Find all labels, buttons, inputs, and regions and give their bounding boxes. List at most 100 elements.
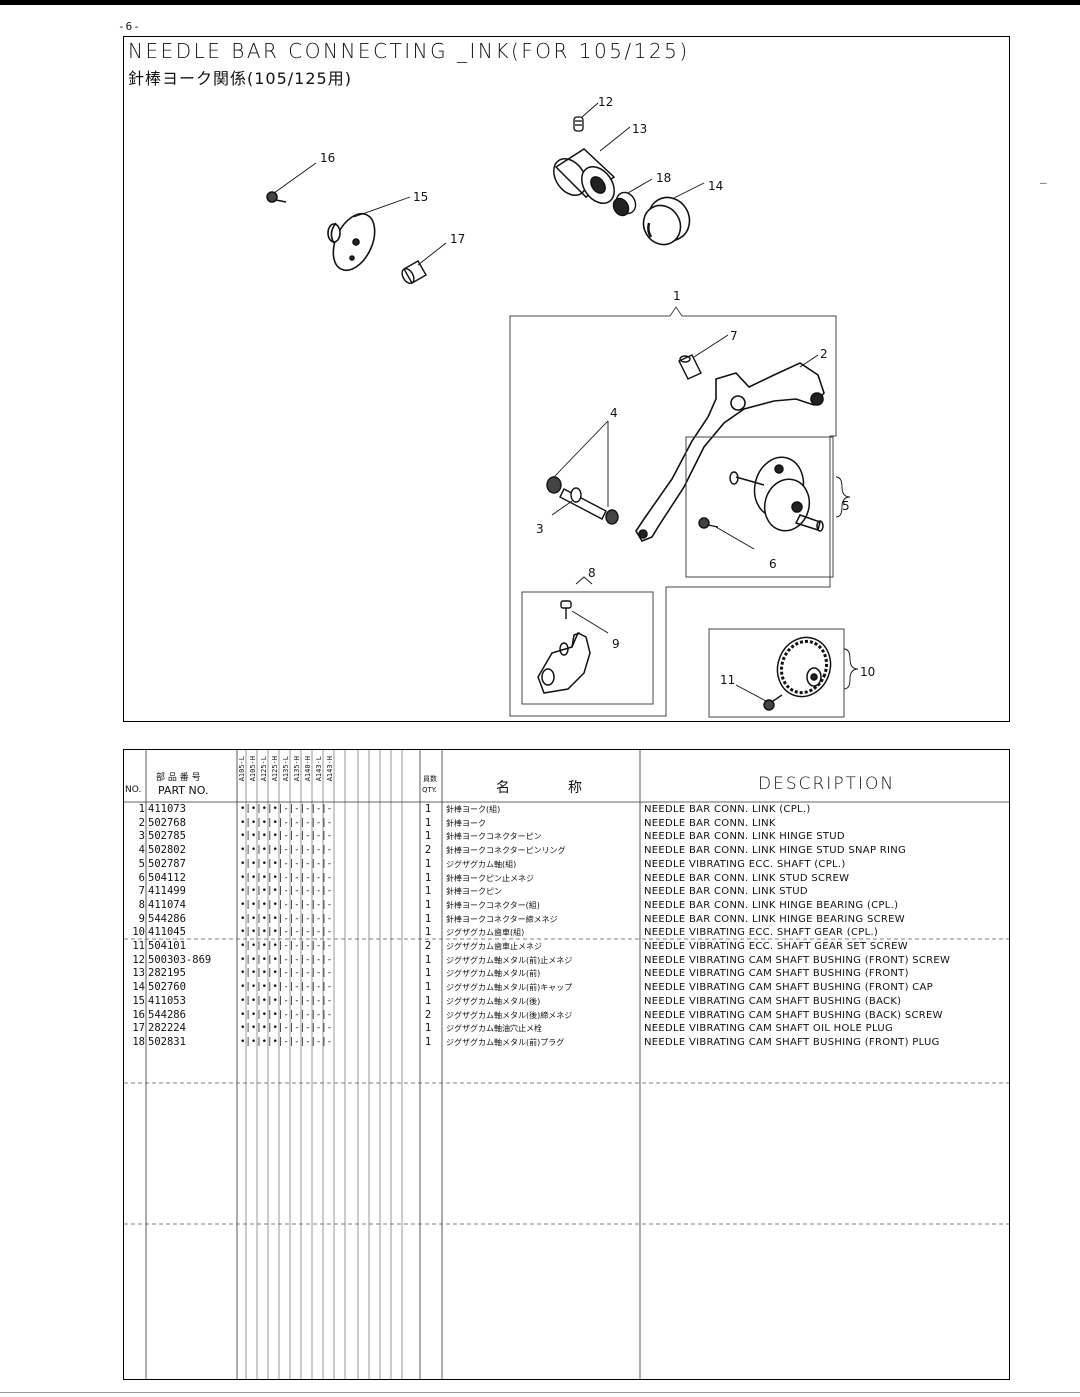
bottom-rule: [0, 1392, 1080, 1393]
row-qty: 1: [424, 803, 432, 815]
row-qty: 1: [424, 816, 432, 829]
part-8-box: [521, 591, 654, 705]
header-qty-jp: 員数: [423, 775, 437, 783]
part-17-oil-plug-drawing: [401, 260, 427, 285]
callout-10: 10: [860, 665, 875, 679]
part-5-box: [685, 436, 834, 578]
row-qty: 1: [424, 885, 432, 898]
row-description: NEEDLE VIBRATING ECC. SHAFT (CPL.): [644, 858, 846, 870]
row-no: 17: [132, 1022, 145, 1035]
row-model-marks: •|•|•|•|-|-|-|-|-: [240, 858, 333, 869]
part-6-screw-drawing: [698, 517, 719, 529]
row-description: NEEDLE VIBRATING CAM SHAFT BUSHING (FRON…: [644, 1036, 940, 1048]
part-11-screw-drawing: [763, 694, 783, 711]
row-name-jp: ジグザグカム軸メタル(前)プラグ: [446, 1037, 565, 1047]
part-3-hinge-stud-drawing: [546, 476, 619, 525]
row-description: NEEDLE BAR CONN. LINK (CPL.): [644, 804, 811, 815]
leader-lines: [273, 102, 859, 702]
row-part-no: 411053: [148, 994, 186, 1007]
callout-2: 2: [820, 347, 828, 361]
part-9-screw-drawing: [560, 600, 572, 619]
callout-17: 17: [450, 232, 465, 246]
row-no: 9: [138, 912, 145, 925]
row-no: 3: [138, 830, 145, 843]
row-no: 18: [132, 1035, 145, 1048]
row-name-jp: ジグザグカム軸油穴止メ栓: [446, 1024, 542, 1034]
model-col-1: A105-H: [249, 756, 257, 782]
row-model-marks: •|•|•|•|-|-|-|-|-: [240, 804, 333, 814]
row-model-marks: •|•|•|•|-|-|-|-|-: [240, 954, 333, 965]
row-description: NEEDLE BAR CONN. LINK STUD SCREW: [644, 872, 850, 884]
row-no: 12: [132, 953, 145, 966]
row-part-no: 502802: [148, 844, 186, 857]
row-qty: 1: [424, 1022, 432, 1035]
row-model-marks: •|•|•|•|-|-|-|-|-: [240, 817, 333, 828]
model-col-4: A135-L: [282, 756, 290, 782]
diagram-title-en: NEEDLE BAR CONNECTING _INK(FOR 105/125): [128, 39, 690, 63]
row-description: NEEDLE BAR CONN. LINK STUD: [644, 886, 808, 898]
row-model-marks: •|•|•|•|-|-|-|-|-: [240, 872, 333, 883]
row-no: 2: [138, 816, 145, 829]
callout-15: 15: [413, 190, 428, 204]
row-description: NEEDLE BAR CONN. LINK HINGE STUD SNAP RI…: [644, 845, 907, 857]
header-part-jp: 部 品 番 号: [156, 773, 201, 783]
row-no: 4: [138, 844, 145, 857]
row-model-marks: •|•|•|•|-|-|-|-|-: [240, 1036, 333, 1047]
callout-9: 9: [612, 637, 620, 651]
row-no: 7: [138, 885, 145, 898]
part-10-box: [708, 628, 845, 718]
row-name-jp: 針棒ヨーク(組): [446, 805, 501, 814]
part-14-cap-drawing: [642, 196, 691, 246]
row-model-marks: •|•|•|•|-|-|-|-|-: [240, 968, 333, 979]
row-description: NEEDLE BAR CONN. LINK HINGE BEARING (CPL…: [644, 899, 899, 911]
row-part-no: 544286: [148, 912, 186, 925]
callout-1: 1: [673, 289, 681, 303]
row-qty: 1: [424, 994, 432, 1007]
row-name-jp: 針棒ヨークコネクターピン: [446, 832, 542, 842]
table-grid: [124, 750, 1009, 1379]
margin-mark: —: [1040, 176, 1047, 189]
header-name-jp-1: 名: [496, 780, 510, 796]
row-qty: 1: [424, 967, 432, 980]
model-col-8: A143-H: [326, 756, 334, 782]
row-name-jp: 針棒ヨーク: [446, 818, 486, 828]
callout-4: 4: [610, 406, 618, 420]
row-part-no: 504101: [148, 940, 186, 952]
row-description: NEEDLE VIBRATING CAM SHAFT BUSHING (FRON…: [644, 954, 951, 966]
part-15-bushing-back-drawing: [327, 212, 376, 272]
row-part-no: 502768: [148, 816, 186, 829]
row-no: 13: [132, 967, 145, 980]
row-description: NEEDLE BAR CONN. LINK: [644, 817, 776, 829]
row-model-marks: •|•|•|•|-|-|-|-|-: [240, 1023, 333, 1034]
row-part-no: 282195: [148, 967, 186, 980]
part-7-stud-drawing: [678, 354, 702, 380]
row-model-marks: •|•|•|•|-|-|-|-|-: [240, 995, 333, 1006]
row-part-no: 500303-869: [148, 953, 212, 966]
callout-13: 13: [632, 122, 647, 136]
callout-5: 5: [842, 499, 850, 513]
row-no: 11: [132, 940, 145, 952]
row-qty: 2: [424, 844, 432, 857]
row-no: 6: [138, 871, 145, 884]
row-part-no: 411499: [148, 885, 186, 898]
row-model-marks: •|•|•|•|-|-|-|-|-: [240, 845, 333, 856]
header-no: NO.: [125, 785, 142, 795]
row-qty: 1: [424, 953, 432, 966]
row-description: NEEDLE VIBRATING CAM SHAFT BUSHING (BACK…: [644, 995, 902, 1007]
row-part-no: 282224: [148, 1022, 186, 1035]
header-name-jp-2: 称: [568, 780, 582, 796]
parts-table: NO. 部 品 番 号 PART NO. A105-L A105-H A125-…: [123, 749, 1010, 1380]
row-no: 8: [138, 898, 145, 911]
row-part-no: 504112: [148, 871, 186, 884]
callout-18: 18: [656, 171, 671, 185]
assembly-1-outline: [509, 306, 837, 717]
